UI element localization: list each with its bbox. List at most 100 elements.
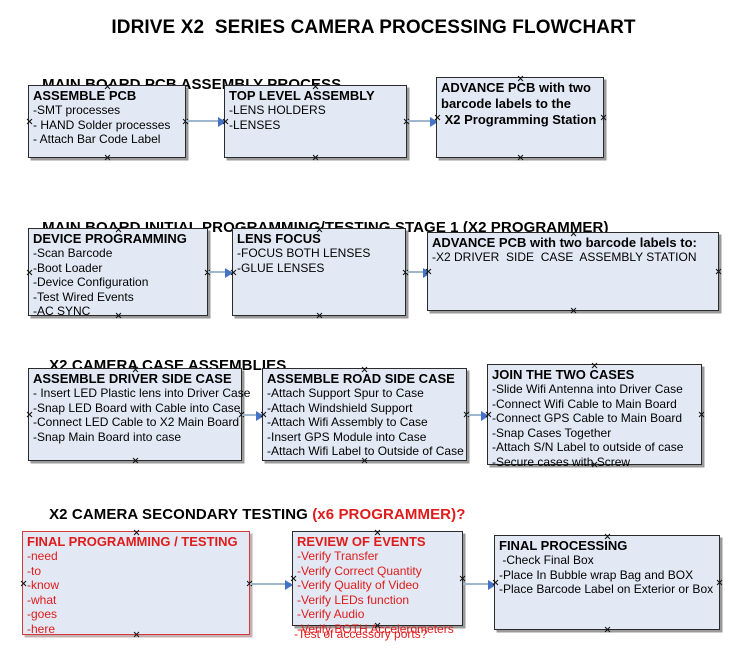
arrow-icon [285,580,293,590]
box-line: -goes [27,607,58,621]
box-line: -GLUE LENSES [237,260,325,275]
section-heading-text: X2 CAMERA SECONDARY TESTING [49,506,313,523]
box-line: -need [27,549,58,563]
box-line: -to [27,563,42,578]
box-lines: -SMT processes - HAND Solder processes -… [33,103,185,147]
box-title: TOP LEVEL ASSEMBLY [229,88,375,103]
box-line: -here [27,621,56,636]
box-line: -Connect LED Cable to X2 Main Board [33,415,240,429]
box-line: -LENS HOLDERS [229,103,326,117]
connector-handle-bottom[interactable] [570,307,577,314]
box-title: LENS FOCUS [237,231,321,246]
box-line: -Attach S/N Label to outside of case [492,440,684,454]
box-line: -LENSES [229,117,281,132]
box-line: -Snap Main Board into case [33,429,182,444]
connector-handle-bottom[interactable] [312,154,319,161]
box-line: -Attach Windshield Support [267,400,413,415]
connector-handle-bottom[interactable] [132,457,139,464]
box-assemble-driver-side-case[interactable]: ASSEMBLE DRIVER SIDE CASE - Insert LED P… [26,368,251,464]
box-final-processing[interactable]: FINAL PROCESSING -Check Final Box -Place… [494,535,720,630]
box-line: -Slide Wifi Antenna into Driver Case [492,382,683,396]
connector-handle-bottom[interactable] [104,154,111,161]
box-advance-pcb-programming-station[interactable]: ADVANCE PCB with two barcode labels to t… [436,77,604,158]
box-lines: - Insert LED Plastic lens into Driver Ca… [33,386,251,444]
box-line: -Insert GPS Module into Case [267,429,427,444]
box-line: -Test Wired Events [33,289,134,304]
box-line: -Snap LED Board with Cable into Case [33,400,241,415]
box-line: -know [27,578,60,592]
box-title: ADVANCE PCB with two barcode labels to: [432,235,697,250]
box-assemble-pcb[interactable]: ASSEMBLE PCB -SMT processes - HAND Solde… [28,85,186,158]
box-line: - Insert LED Plastic lens into Driver Ca… [33,386,251,400]
box-title: ADVANCE PCB with two barcode labels to t… [441,80,597,127]
box-line: -SMT processes [33,103,121,117]
box-review-of-events[interactable]: REVIEW OF EVENTS -Verify Transfer -Verif… [292,531,463,636]
box-lines: -LENS HOLDERS -LENSES [229,103,406,132]
page-title: IDRIVE X2 SERIES CAMERA PROCESSING FLOWC… [111,17,636,38]
box-lines: -Verify Transfer -Verify Correct Quantit… [297,549,462,636]
connector-top-level-to-advance-pcb [407,120,436,122]
box-line: -Verify Audio [297,607,365,621]
box-top-level-assembly[interactable]: TOP LEVEL ASSEMBLY -LENS HOLDERS -LENSES [224,85,407,158]
box-advance-pcb-driver-side-case[interactable]: ADVANCE PCB with two barcode labels to: … [427,232,719,311]
box-title: ASSEMBLE ROAD SIDE CASE [267,371,455,386]
box-lines: -Check Final Box -Place In Bubble wrap B… [499,553,719,597]
box-lines: -X2 DRIVER SIDE CASE ASSEMBLY STATION [432,250,718,265]
box-line: -Verify LEDs function [297,592,410,607]
connector-handle-bottom[interactable] [604,626,611,633]
box-line: -Place In Bubble wrap Bag and BOX [499,567,694,582]
box-assemble-road-side-case[interactable]: ASSEMBLE ROAD SIDE CASE -Attach Support … [262,368,467,461]
box-line-overflow: -Test of accessory ports? [294,627,428,641]
connector-handle-left[interactable] [20,580,27,587]
box-line: -what [27,592,57,607]
box-line: -Verify Correct Quantity [297,563,422,578]
connector-final-programming-to-review-of-events [250,583,291,585]
box-title: FINAL PROGRAMMING / TESTING [27,534,238,549]
box-lines: -Slide Wifi Antenna into Driver Case -Co… [492,382,701,469]
box-line: -Verify Transfer [297,549,379,563]
connector-handle-left[interactable] [26,269,33,276]
box-line: -Verify BOTH Accelerometers [297,621,454,636]
box-lines: -Attach Support Spur to Case -Attach Win… [267,386,466,459]
box-line: -AC SYNC [33,304,91,318]
box-title: DEVICE PROGRAMMING [33,231,187,246]
connector-handle-left[interactable] [26,411,33,418]
box-line: -FOCUS BOTH LENSES [237,246,371,260]
box-title: JOIN THE TWO CASES [492,367,635,382]
box-line: - Attach Bar Code Label [33,132,161,146]
box-join-the-two-cases[interactable]: JOIN THE TWO CASES -Slide Wifi Antenna i… [487,364,702,469]
connector-handle-bottom[interactable] [316,312,323,319]
connector-assemble-pcb-to-top-level [186,120,224,122]
arrow-icon [225,268,233,278]
box-line: -Check Final Box [499,553,594,567]
box-final-programming-testing[interactable]: FINAL PROGRAMMING / TESTING -need -to -k… [20,531,250,636]
box-lines: -need -to -know -what -goes -here [27,549,249,636]
arrow-icon [481,411,489,421]
box-line: -Connect Wifi Cable to Main Board [492,396,677,411]
arrow-icon [430,117,438,127]
box-title: ASSEMBLE PCB [33,88,137,103]
box-line: -Snap Cases Together [492,425,612,440]
connector-handle-right[interactable] [715,268,722,275]
connector-road-case-to-join-cases [467,414,487,416]
box-line: -Verify Quality of Video [297,578,419,592]
connector-handle-left[interactable] [26,118,33,125]
connector-handle-bottom[interactable] [517,154,524,161]
arrow-icon [256,411,264,421]
connector-device-programming-to-lens-focus [208,271,231,273]
box-device-programming[interactable]: DEVICE PROGRAMMING -Scan Barcode -Boot L… [26,228,208,318]
box-lens-focus[interactable]: LENS FOCUS -FOCUS BOTH LENSES -GLUE LENS… [232,228,406,316]
box-title: REVIEW OF EVENTS [297,534,426,549]
box-title: FINAL PROCESSING [499,538,628,553]
section-heading-x2-camera-secondary-testing: X2 CAMERA SECONDARY TESTING (x6 PROGRAMM… [32,489,465,540]
box-line: -Secure cases with Screw [492,454,631,469]
box-line: -Boot Loader [33,260,103,275]
box-line: - HAND Solder processes [33,117,171,132]
box-line: -Attach Support Spur to Case [267,386,424,400]
box-line: -Attach Wifi Label to Outside of Case [267,444,464,458]
box-line: -Connect GPS Cable to Main Board [492,411,683,425]
box-lines: -FOCUS BOTH LENSES -GLUE LENSES [237,246,405,275]
arrow-icon [488,580,496,590]
box-title: ASSEMBLE DRIVER SIDE CASE [33,371,232,386]
box-line: -X2 DRIVER SIDE CASE ASSEMBLY STATION [432,250,697,264]
